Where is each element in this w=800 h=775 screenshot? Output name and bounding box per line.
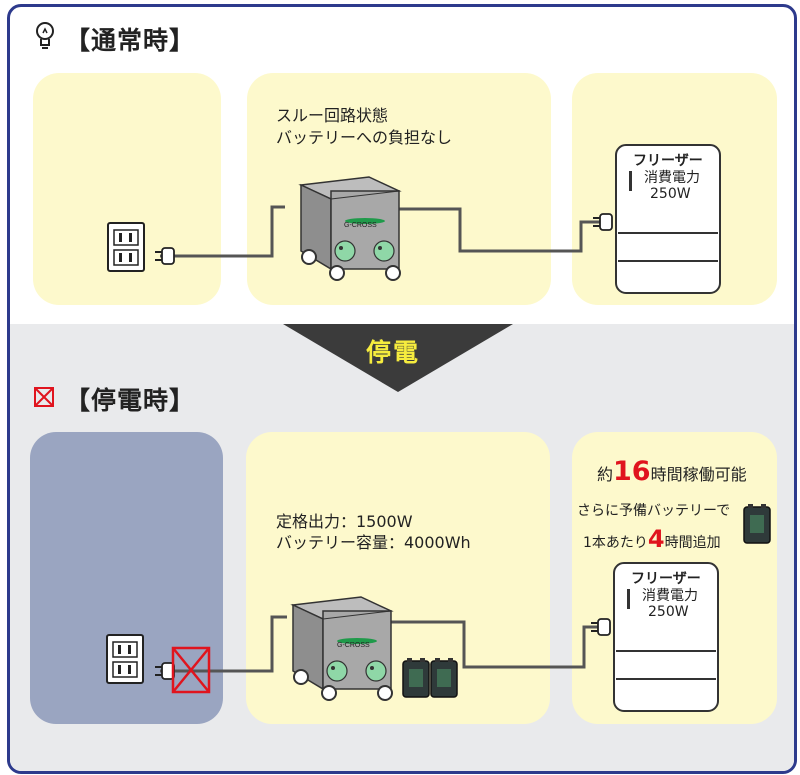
freezer-title-bottom: フリーザー (631, 571, 701, 587)
runtime-label: 約16時間稼働可能 (597, 457, 747, 490)
outage-heading: 【停電時】 (65, 386, 196, 415)
outage-outlet-panel (30, 432, 223, 724)
runtime-suffix: 時間稼働可能 (650, 465, 747, 484)
freezer-power-label-top: 消費電力 (644, 170, 700, 186)
extra-suffix: 時間追加 (664, 535, 721, 551)
extra-prefix: 1本あたり (583, 535, 648, 551)
freezer-power-label-bottom: 消費電力 (642, 588, 698, 604)
lightbulb-icon (36, 22, 54, 49)
extra-line1: さらに予備バッテリーで (577, 503, 731, 519)
extra-line2: 1本あたり4時間追加 (583, 525, 721, 557)
normal-label-line1: スルー回路状態 (276, 106, 389, 125)
normal-label-line2: バッテリーへの負担なし (276, 128, 453, 147)
spec-label-line2: バッテリー容量：4000Wh (276, 533, 471, 552)
outage-device-panel (246, 432, 550, 724)
outage-arrow-label: 停電 (366, 338, 421, 367)
runtime-hours: 16 (613, 456, 651, 487)
spec-label-line1: 定格出力：1500W (276, 512, 413, 531)
normal-outlet-panel (33, 73, 221, 305)
freezer-title-top: フリーザー (633, 153, 703, 169)
outage-arrow (283, 324, 513, 392)
freezer-power-value-bottom: 250W (648, 604, 689, 620)
normal-heading: 【通常時】 (65, 26, 196, 55)
extra-hours: 4 (647, 525, 665, 553)
x-box-icon (34, 387, 54, 407)
diagram-frame: 【通常時】 スルー回路状態 バッテリーへの負担なし 停電 【停電時】 定格出力：… (7, 4, 797, 774)
freezer-power-value-top: 250W (650, 186, 691, 202)
runtime-prefix: 約 (597, 465, 614, 484)
